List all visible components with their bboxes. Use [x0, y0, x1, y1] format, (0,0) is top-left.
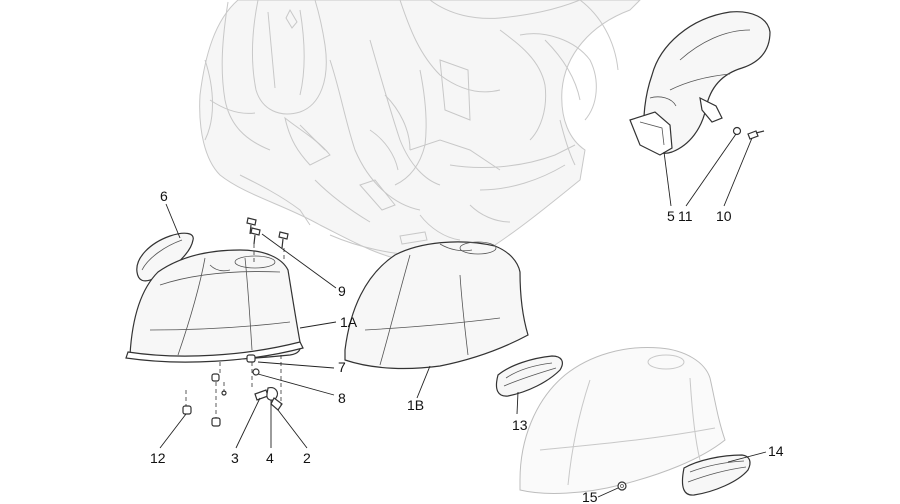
- rear-mudguard: [519, 347, 726, 494]
- callout-7: 7: [338, 359, 346, 375]
- scooter-body-outline: [199, 0, 641, 265]
- callout-1A: 1A: [340, 314, 358, 330]
- part-1B-mudguard-cover: [344, 241, 529, 370]
- callout-3: 3: [231, 450, 239, 466]
- callout-6: 6: [160, 188, 168, 204]
- callout-9: 9: [338, 283, 346, 299]
- callout-11: 11: [678, 208, 693, 224]
- callout-1B: 1B: [407, 397, 424, 413]
- callout-2: 2: [303, 450, 311, 466]
- leader-lines: [159, 133, 767, 498]
- part-15-nut: [617, 481, 627, 491]
- small-fasteners: [182, 354, 283, 427]
- callout-13: 13: [512, 417, 528, 433]
- callout-4: 4: [266, 450, 274, 466]
- part-10-screw: [747, 130, 765, 140]
- callout-8: 8: [338, 390, 346, 406]
- callout-10: 10: [716, 208, 732, 224]
- part-13-seal: [495, 355, 563, 397]
- part-9-screws: [246, 217, 289, 249]
- part-5-rear-guard: [629, 11, 771, 156]
- part-6-trim: [136, 232, 194, 282]
- callout-15: 15: [582, 489, 598, 504]
- callout-labels: 6 9 1A 7 8 12 3 4 2 1B 13 5 11 10 14 15: [150, 188, 784, 504]
- callout-12: 12: [150, 450, 166, 466]
- part-14-seal: [681, 454, 751, 496]
- part-11-washer: [732, 126, 742, 136]
- callout-5: 5: [667, 208, 675, 224]
- callout-14: 14: [768, 443, 784, 459]
